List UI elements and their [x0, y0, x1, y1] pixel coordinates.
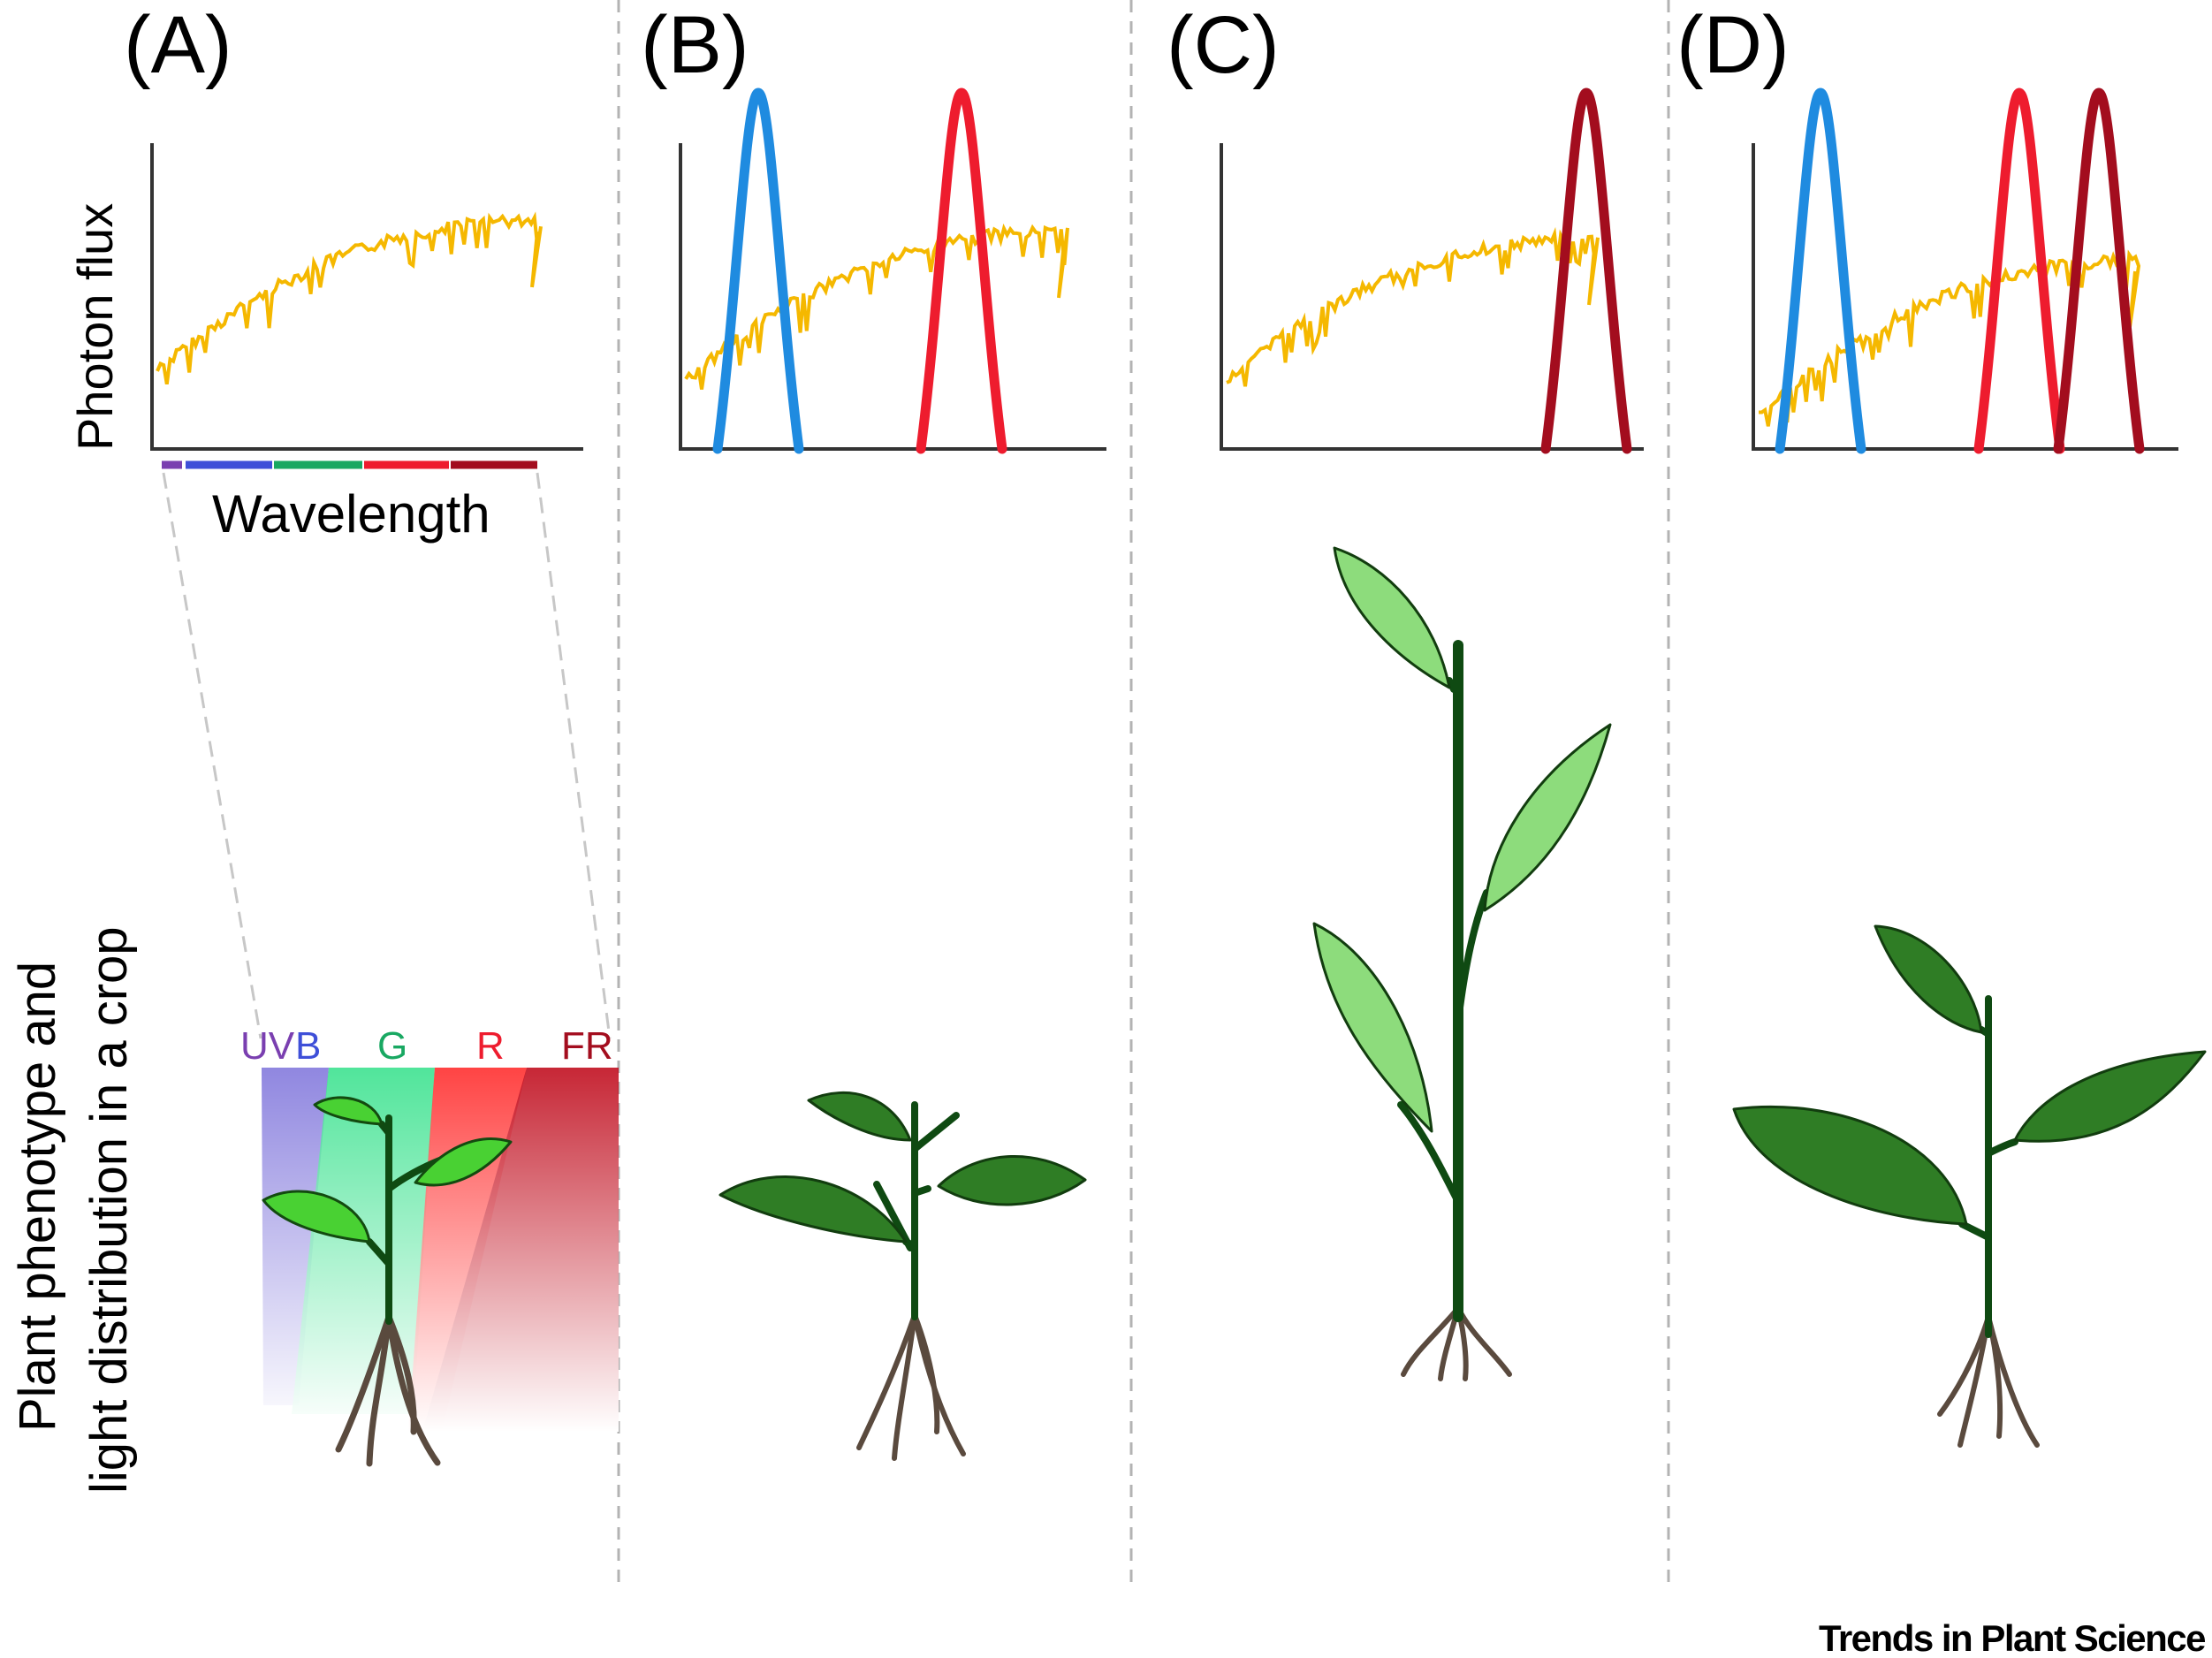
sun-spectrum-3 — [1759, 249, 2141, 427]
led-peak-blue-1 — [712, 87, 804, 454]
light-distribution — [262, 1068, 619, 1432]
side-label-line2: light distribution in a crop — [80, 926, 138, 1494]
side-label-line1: Plant phenotype and — [9, 962, 66, 1432]
band-label-uv: UV — [240, 1024, 295, 1068]
panel-label-d: (D) — [1676, 0, 1790, 90]
sun-spectrum-2 — [1226, 226, 1600, 387]
band-label-g: G — [377, 1024, 407, 1068]
projection-lines — [162, 472, 612, 1039]
plant-b-illustration — [718, 1091, 1087, 1461]
sun-spectrum-0 — [156, 211, 543, 385]
sun-spectrum-1 — [684, 223, 1069, 390]
band-label-fr: FR — [561, 1024, 613, 1068]
panel-label-c: (C) — [1167, 0, 1280, 90]
spectrum-curves — [156, 87, 2145, 454]
panel-label-b: (B) — [641, 0, 749, 90]
led-peak-red-1 — [916, 87, 1007, 454]
y-axis-label: Photon flux — [67, 203, 123, 451]
plant-a-illustration — [262, 1096, 513, 1467]
led-peak-red-3 — [1973, 87, 2065, 454]
led-peak-far-red-2 — [1540, 87, 1632, 454]
band-label-b: B — [295, 1024, 321, 1068]
plant-c-illustration — [1312, 546, 1612, 1381]
panel-label-a: (A) — [124, 0, 232, 90]
journal-credit: Trends in Plant Science — [1819, 1617, 2205, 1658]
led-peak-far-red-3 — [2053, 87, 2145, 454]
led-peak-blue-3 — [1775, 87, 1866, 454]
band-label-r: R — [476, 1024, 505, 1068]
plant-d-illustration — [1732, 924, 2207, 1448]
x-axis-label: Wavelength — [212, 484, 490, 544]
chart-axes — [150, 143, 2178, 451]
